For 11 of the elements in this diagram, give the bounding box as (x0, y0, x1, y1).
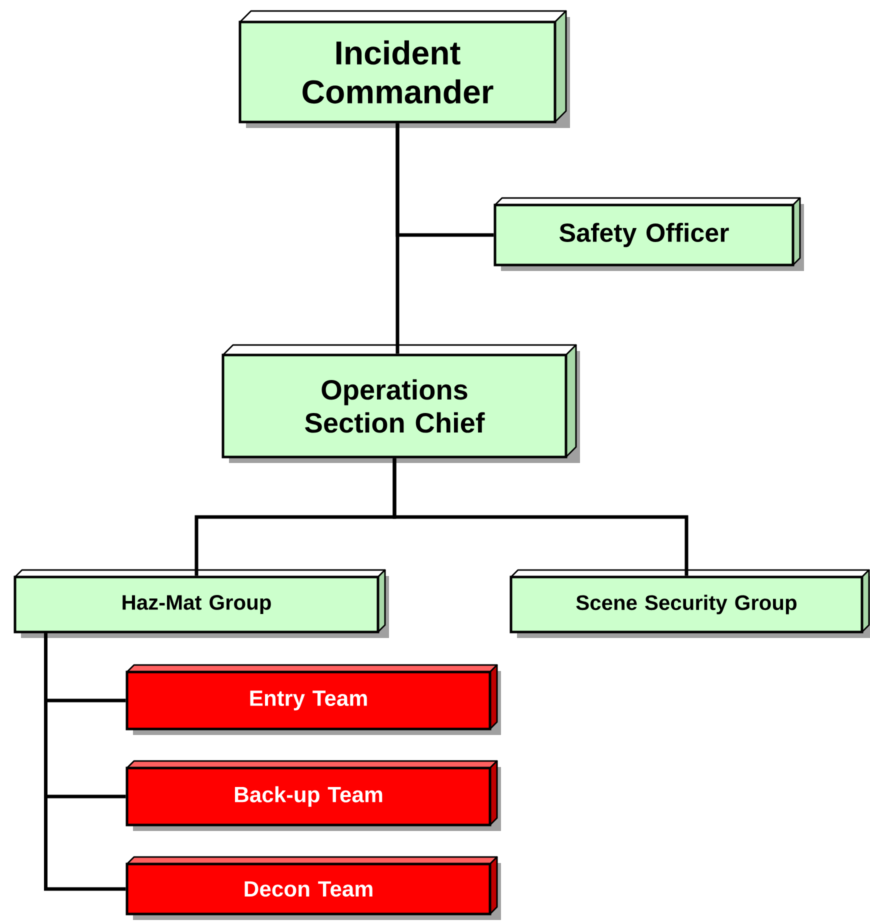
team-box: Entry Team (126, 664, 501, 735)
org-box: Operations Section Chief (222, 344, 580, 463)
org-box: Safety Officer (494, 197, 804, 271)
team-box: Decon Team (126, 856, 501, 920)
connector-line (396, 123, 400, 354)
connector-line (44, 633, 126, 891)
org-box: Haz-Mat Group (14, 569, 389, 638)
org-box: Incident Commander (238, 10, 570, 128)
org-box: Scene Security Group (510, 569, 870, 638)
team-box: Back-up Team (126, 760, 501, 831)
connector-line (392, 458, 688, 576)
